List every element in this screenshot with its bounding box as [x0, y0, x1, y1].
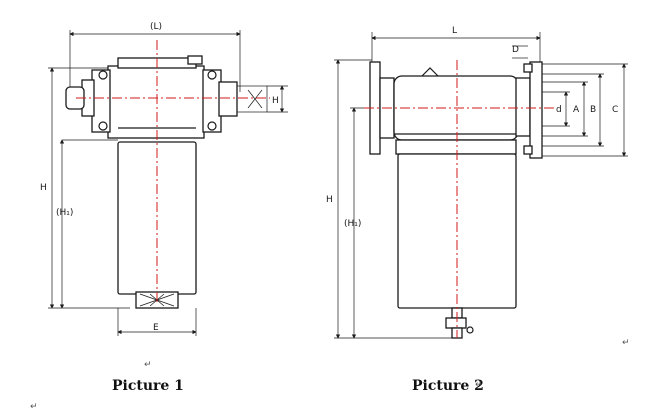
- p1-dim-base: E: [153, 323, 159, 333]
- p2-dim-top-width: L: [452, 26, 457, 36]
- return-mark: ↵: [30, 402, 38, 412]
- p2-dim-height-total: (H₁): [344, 219, 361, 229]
- p1-dim-inlet: H: [272, 96, 279, 106]
- picture2-caption: Picture 2: [412, 378, 484, 394]
- picture2-drawing: L D H (H₁) d A: [326, 26, 628, 339]
- p1-dim-height: H: [40, 183, 47, 193]
- p2-dim-c: C: [612, 105, 618, 115]
- p2-dim-b: B: [590, 105, 596, 115]
- p2-dim-height: H: [326, 195, 333, 205]
- picture1-caption: Picture 1: [112, 378, 184, 394]
- return-mark: ↵: [144, 360, 152, 370]
- p2-dim-a: A: [573, 105, 580, 115]
- picture1-drawing: (L) H (H₁) H: [40, 22, 288, 336]
- p1-dim-top-width: (L): [150, 22, 162, 32]
- return-mark: ↵: [475, 380, 483, 390]
- p1-dim-height-total: (H₁): [56, 208, 73, 218]
- return-mark: ↵: [622, 338, 630, 348]
- p2-dim-flange: D: [512, 45, 519, 55]
- p2-dim-d: d: [556, 105, 562, 115]
